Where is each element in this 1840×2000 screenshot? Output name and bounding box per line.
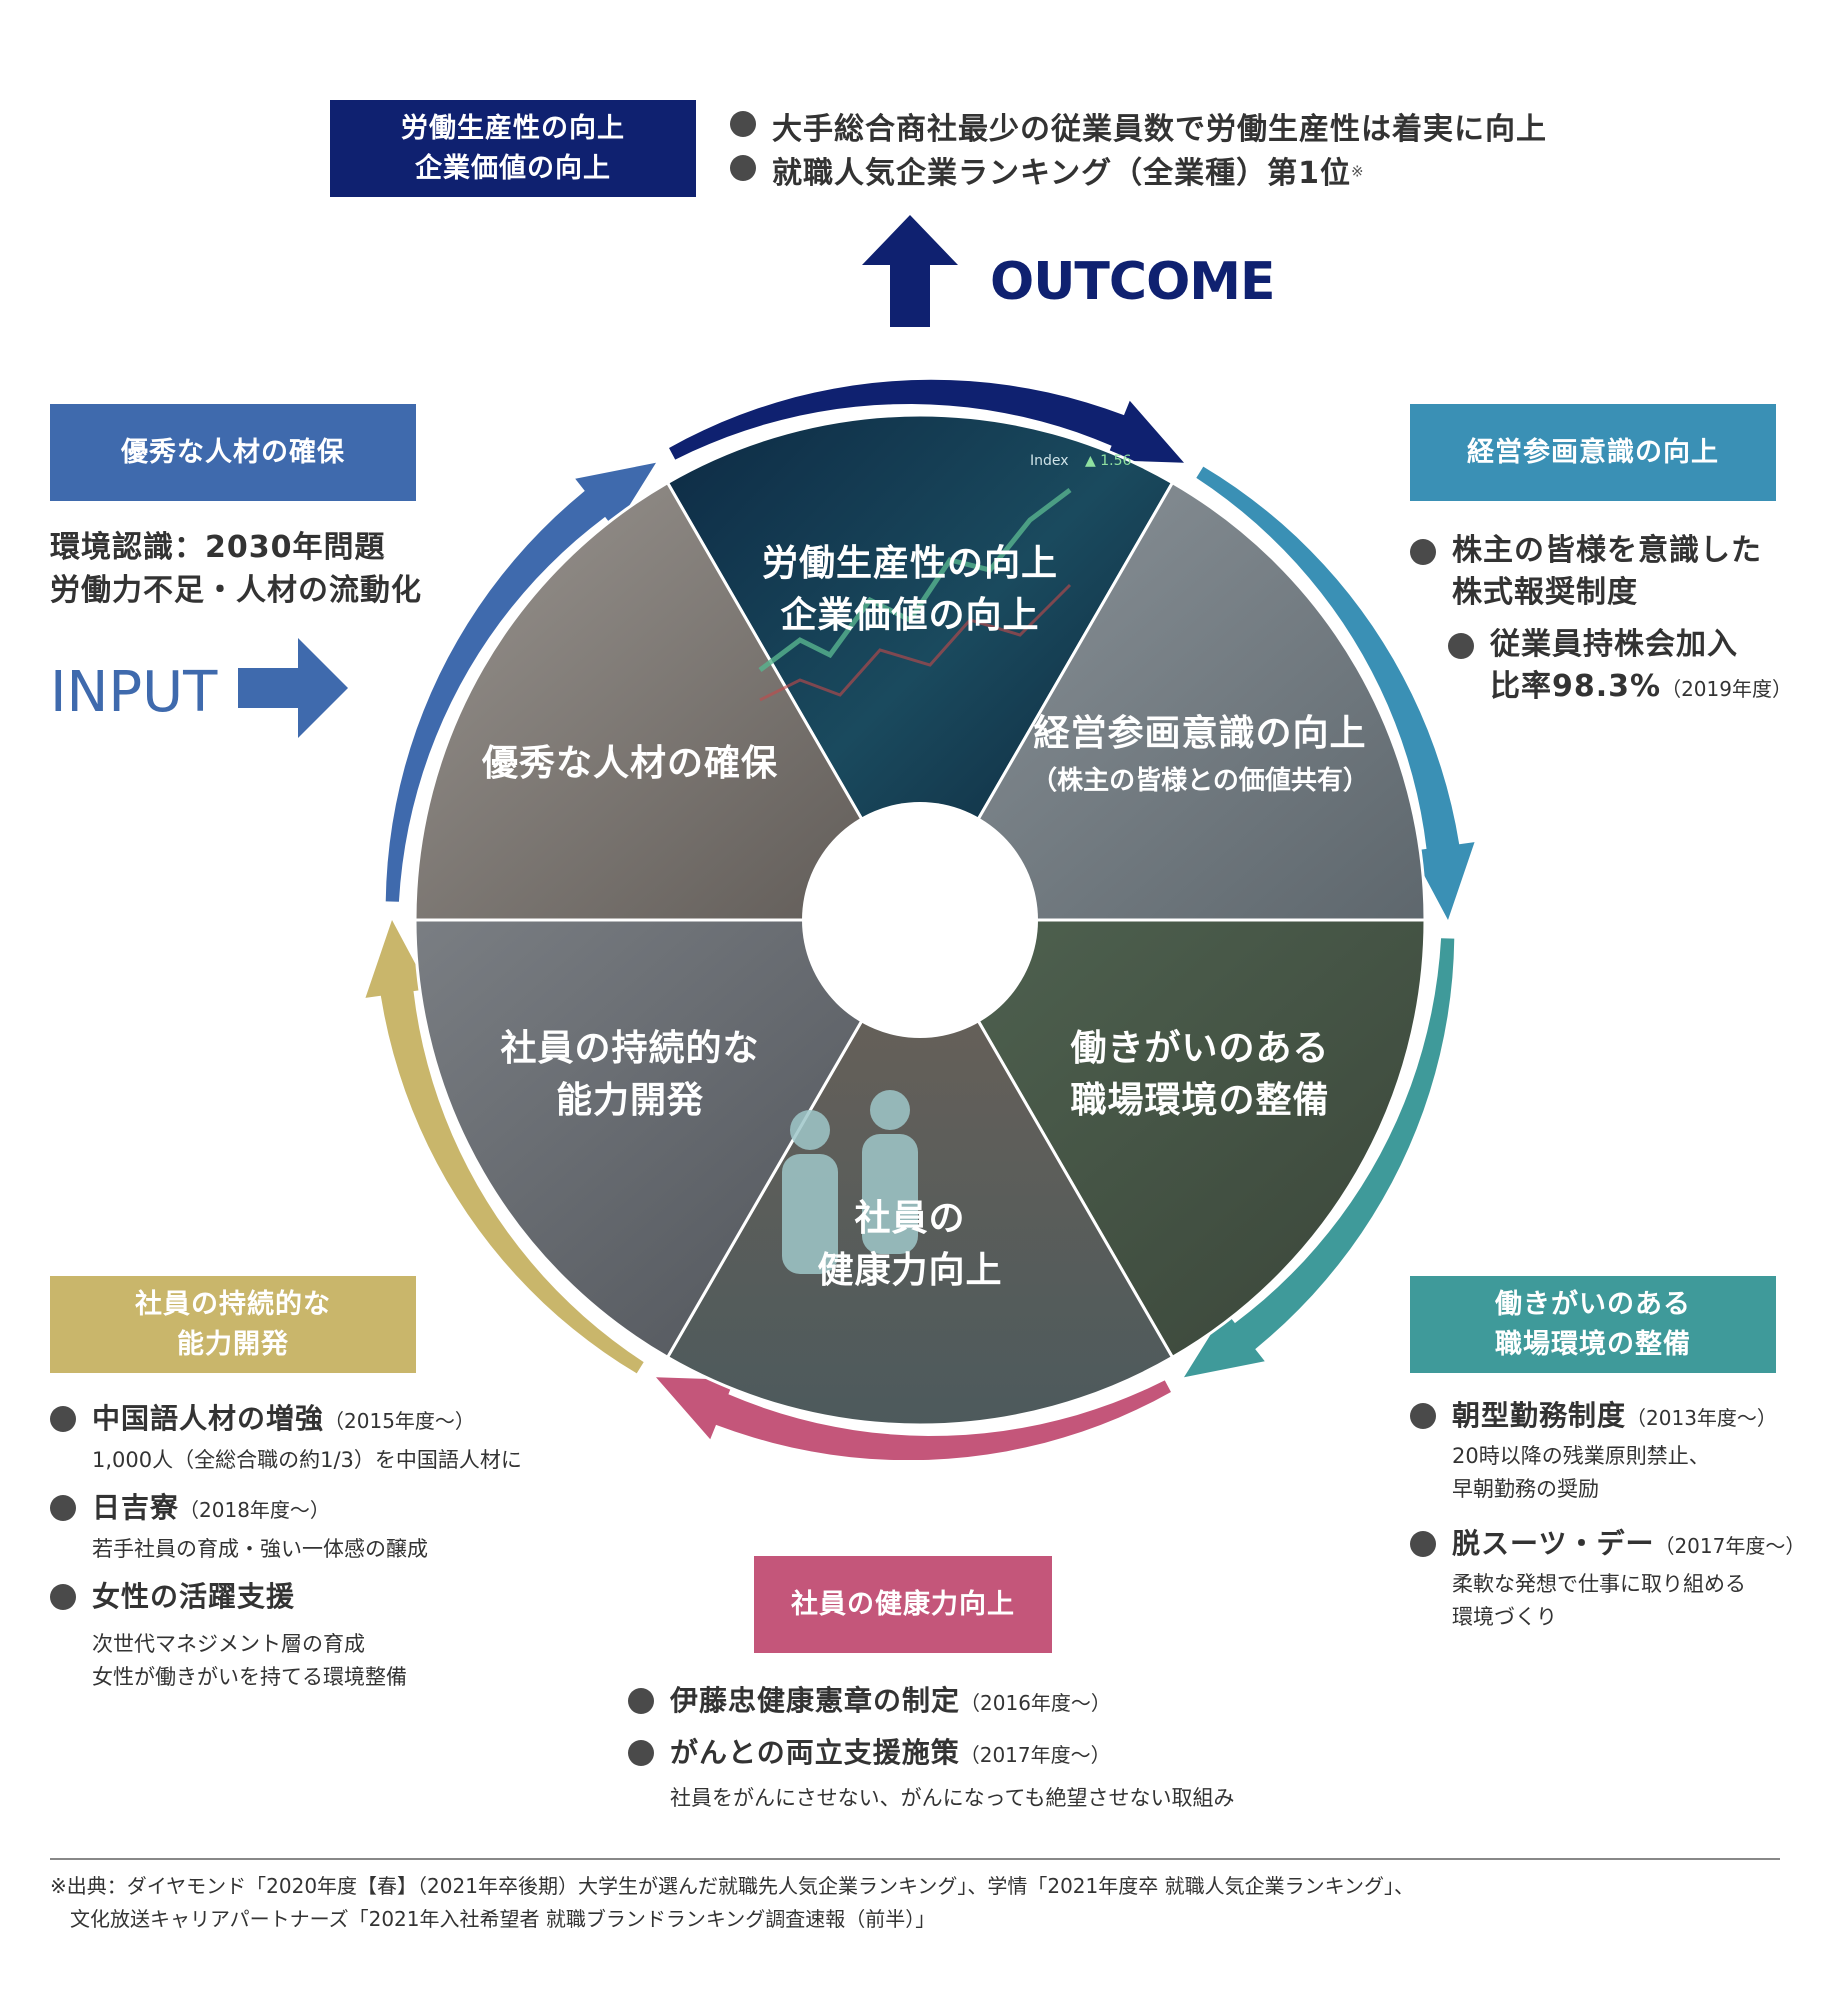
health-bullet-title: がんとの両立支援施策: [670, 1736, 960, 1769]
workplace-bullet-note: （2013年度〜）: [1626, 1406, 1777, 1430]
photo-index-value: ▲ 1.56: [1085, 453, 1131, 469]
list-item: 日吉寮（2018年度〜） 若手社員の育成・強い一体感の醸成: [50, 1487, 610, 1566]
wheel-sublabel-upper-right: （株主の皆様との価値共有）: [1031, 765, 1369, 796]
footnote: ※出典：ダイヤモンド「2020年度【春】（2021年卒後期）大学生が選んだ就職先…: [50, 1870, 1414, 1936]
list-item: がんとの両立支援施策（2017年度〜） 社員をがんにさせない、がんになっても絶望…: [628, 1732, 1328, 1815]
footer-divider: [50, 1858, 1780, 1860]
health-bullet-note: （2017年度〜）: [960, 1743, 1111, 1767]
wheel-label-top: 労働生産性の向上: [762, 543, 1058, 584]
wheel-label-upper-right: 経営参画意識の向上: [1033, 713, 1366, 754]
outcome-bullet-text: 就職人気企業ランキング（全業種）第1位: [772, 156, 1351, 191]
footnote-line-2: 文化放送キャリアパートナーズ「2021年入社希望者 就職ブランドランキング調査速…: [50, 1903, 1414, 1936]
bullet-icon: [50, 1406, 76, 1432]
wheel-label-bottom: 社員の: [854, 1198, 965, 1239]
wheel-label-lower-left: 社員の持続的な: [500, 1028, 759, 1069]
wheel-label-lower-right: 働きがいのある: [1070, 1028, 1329, 1069]
photo-index-label: Index: [1030, 453, 1069, 469]
health-bullet-title: 伊藤忠健康憲章の制定: [670, 1684, 960, 1717]
health-bullet-list: 伊藤忠健康憲章の制定（2016年度〜） がんとの両立支援施策（2017年度〜） …: [628, 1680, 1328, 1815]
workplace-bullet-title: 脱スーツ・デー: [1452, 1527, 1654, 1560]
list-item: 就職人気企業ランキング（全業種）第1位※: [730, 148, 1547, 192]
footnote-line-1: ※出典：ダイヤモンド「2020年度【春】（2021年卒後期）大学生が選んだ就職先…: [50, 1870, 1414, 1903]
wheel-label-bottom: 健康力向上: [817, 1249, 1002, 1291]
bullet-icon: [50, 1584, 76, 1610]
list-item: 女性の活躍支援 次世代マネジメント層の育成 女性が働きがいを持てる環境整備: [50, 1576, 610, 1694]
bullet-icon: [730, 111, 756, 137]
bullet-icon: [50, 1495, 76, 1521]
development-bullet-title: 中国語人材の増強: [92, 1402, 324, 1435]
development-bullet-title: 女性の活躍支援: [92, 1580, 295, 1613]
outcome-label: OUTCOME: [990, 252, 1275, 312]
outcome-bullet-list: 大手総合商社最少の従業員数で労働生産性は着実に向上 就職人気企業ランキング（全業…: [730, 104, 1547, 192]
input-label: INPUT: [50, 660, 217, 725]
outcome-box-line-1: 労働生産性の向上: [401, 109, 625, 149]
development-box-line-2: 能力開発: [177, 1325, 289, 1365]
person-figure-icon: [870, 1090, 910, 1130]
wheel-label-top: 企業価値の向上: [780, 594, 1039, 636]
health-bullet-sub: 社員をがんにさせない、がんになっても絶望させない取組み: [670, 1782, 1328, 1815]
outcome-box: 労働生産性の向上 企業価値の向上: [330, 100, 696, 197]
list-item: 脱スーツ・デー（2017年度〜） 柔軟な発想で仕事に取り組める 環境づくり: [1410, 1524, 1830, 1634]
bullet-icon: [628, 1688, 654, 1714]
health-box: 社員の健康力向上: [754, 1556, 1052, 1653]
development-bullet-sub: 女性が働きがいを持てる環境整備: [92, 1661, 610, 1694]
health-bullet-note: （2016年度〜）: [960, 1691, 1111, 1715]
wheel-label-lower-left: 能力開発: [556, 1080, 704, 1121]
bullet-icon: [628, 1740, 654, 1766]
workplace-box-line-1: 働きがいのある: [1495, 1285, 1691, 1325]
workplace-bullet-note: （2017年度〜）: [1654, 1534, 1805, 1558]
development-bullet-sub: 若手社員の育成・強い一体感の醸成: [92, 1533, 610, 1566]
wheel-center-hole: [802, 802, 1038, 1038]
management-bullet-line: 比率98.3%: [1490, 669, 1661, 704]
bullet-icon: [1410, 1531, 1436, 1557]
workplace-bullet-sub: 環境づくり: [1452, 1601, 1830, 1634]
footnote-mark: ※: [1351, 163, 1364, 181]
development-bullet-title: 日吉寮: [92, 1491, 179, 1524]
input-box-label: 優秀な人材の確保: [121, 433, 345, 473]
wheel-label-upper-left: 優秀な人材の確保: [481, 743, 778, 784]
list-item: 大手総合商社最少の従業員数で労働生産性は着実に向上: [730, 104, 1547, 148]
outcome-bullet-text: 大手総合商社最少の従業員数で労働生産性は着実に向上: [772, 112, 1547, 147]
workplace-box-line-2: 職場環境の整備: [1495, 1325, 1691, 1365]
workplace-bullet-sub: 早朝勤務の奨励: [1452, 1473, 1830, 1506]
management-bullet-line: 従業員持株会加入: [1490, 624, 1790, 666]
workplace-bullet-sub: 柔軟な発想で仕事に取り組める: [1452, 1568, 1830, 1601]
outcome-box-line-2: 企業価値の向上: [415, 149, 611, 189]
development-bullet-note: （2018年度〜）: [179, 1498, 330, 1522]
bullet-icon: [730, 155, 756, 181]
wheel-label-lower-right: 職場環境の整備: [1070, 1080, 1329, 1121]
list-item: 伊藤忠健康憲章の制定（2016年度〜）: [628, 1680, 1328, 1726]
development-box-line-1: 社員の持続的な: [135, 1285, 331, 1325]
management-bullet-note: （2019年度）: [1661, 677, 1792, 701]
up-arrow-icon: [862, 215, 958, 327]
person-figure-icon: [790, 1110, 830, 1150]
development-bullet-sub: 次世代マネジメント層の育成: [92, 1628, 610, 1661]
health-box-label: 社員の健康力向上: [791, 1585, 1015, 1625]
